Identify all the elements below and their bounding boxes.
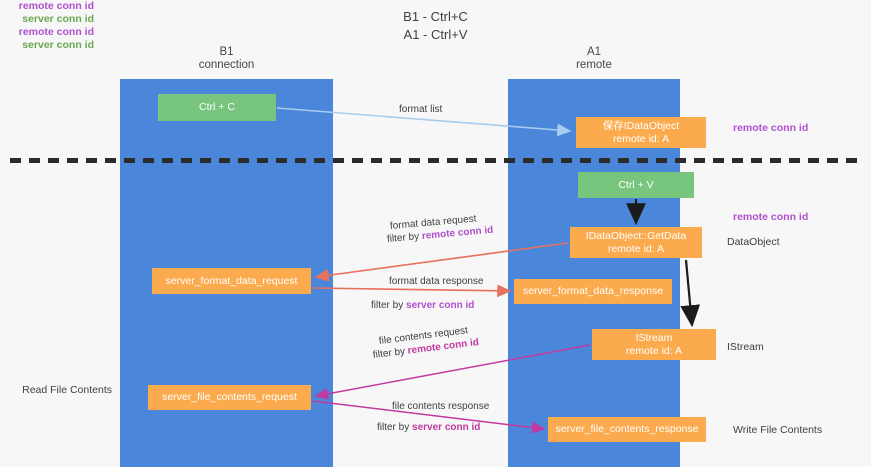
filter-by-text-c: filter by — [372, 345, 409, 361]
annotation-dataobject: DataObject — [727, 236, 780, 248]
edge-label-filter-server-conn-id-d: filter by server conn id — [377, 421, 480, 434]
annotation-remote-conn-id-top: remote conn id — [733, 122, 809, 134]
node-save-idataobject[interactable]: 保存IDataObject remote id: A — [576, 117, 706, 148]
annotation-group-left-top: remote conn id server conn id — [0, 0, 94, 26]
page-title: B1 - Ctrl+C A1 - Ctrl+V — [403, 9, 468, 42]
node-ctrl-c[interactable]: Ctrl + C — [158, 94, 276, 121]
lane-header-b1: B1 connection — [198, 46, 255, 71]
filter-by-text-a: filter by — [386, 230, 423, 245]
filter-by-text-d: filter by — [377, 422, 413, 433]
node-istream[interactable]: IStream remote id: A — [592, 329, 716, 360]
filter-by-text-b: filter by — [371, 300, 407, 311]
lane-header-a1: A1 remote — [576, 46, 612, 71]
annotation-read-file-contents: Read File Contents — [22, 384, 112, 396]
annotation-write-file-contents: Write File Contents — [733, 424, 823, 436]
annotation-left-remote-conn-id-2: remote conn id — [18, 26, 94, 38]
node-ctrl-v[interactable]: Ctrl + V — [578, 172, 694, 198]
edge-label-format-list: format list — [399, 104, 443, 115]
phase-divider — [10, 158, 861, 163]
node-server-file-contents-request[interactable]: server_file_contents_request — [148, 385, 311, 410]
edge-label-file-contents-response: file contents response — [392, 401, 490, 412]
server-conn-id-text-d: server conn id — [412, 422, 481, 433]
annotation-group-left-bottom: remote conn id server conn id — [0, 26, 94, 52]
node-idataobject-getdata[interactable]: IDataObject::GetData remote id: A — [570, 227, 702, 258]
node-server-format-data-request[interactable]: server_format_data_request — [152, 268, 311, 294]
node-server-format-data-response[interactable]: server_format_data_response — [514, 279, 672, 304]
annotation-left-server-conn-id-1: server conn id — [22, 13, 94, 25]
edge-label-filter-server-conn-id-b: filter by server conn id — [371, 299, 474, 312]
edge-label-format-data-response: format data response — [389, 276, 484, 287]
annotation-left-remote-conn-id-1: remote conn id — [18, 0, 94, 12]
annotation-remote-conn-id-mid: remote conn id — [733, 211, 809, 223]
annotation-istream: IStream — [727, 341, 764, 353]
annotation-left-server-conn-id-2: server conn id — [22, 39, 94, 51]
node-server-file-contents-response[interactable]: server_file_contents_response — [548, 417, 706, 442]
server-conn-id-text-b: server conn id — [406, 300, 475, 311]
